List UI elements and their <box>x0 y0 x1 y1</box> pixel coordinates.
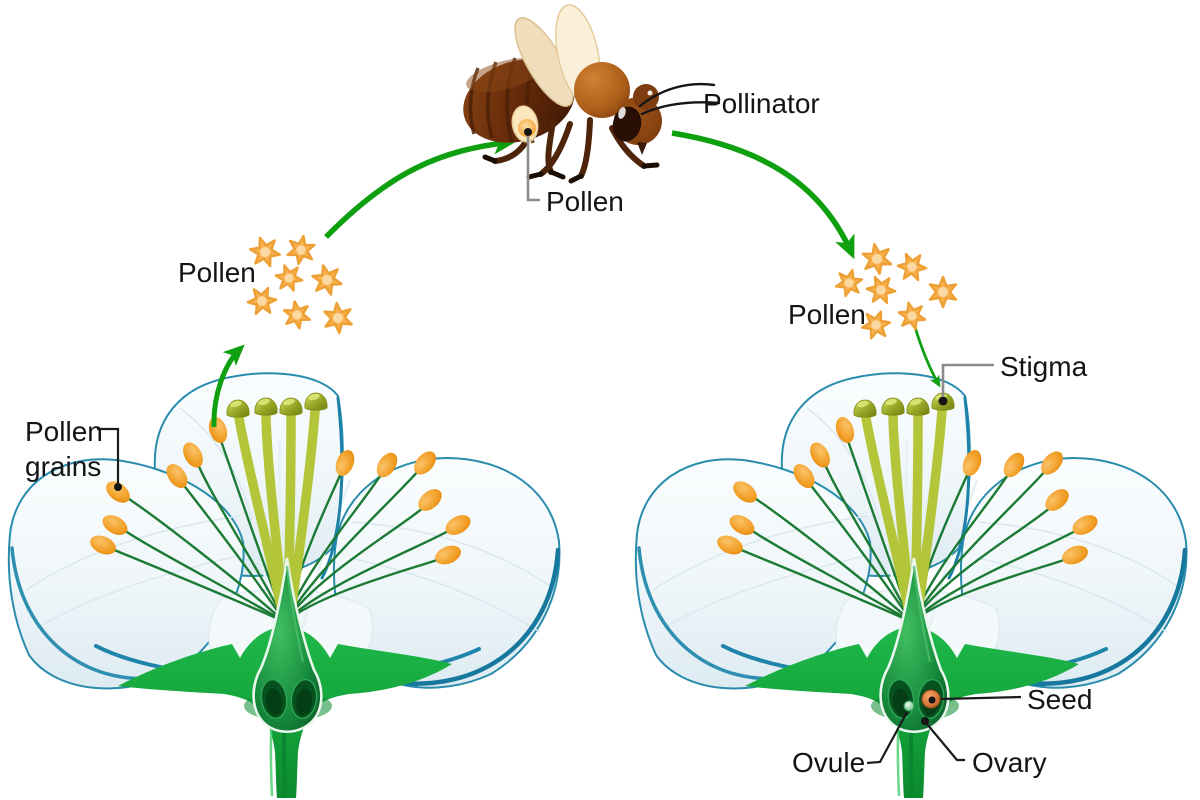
pollen-grains-anchor-dot <box>114 483 122 491</box>
label-stigma: Stigma <box>1000 351 1088 382</box>
bee-legs <box>482 115 660 184</box>
label-pollinator: Pollinator <box>703 88 820 119</box>
ovary-connector <box>926 723 965 762</box>
label-pollen-released: Pollen <box>178 257 256 288</box>
label-pollen-grains-line1: Pollen <box>25 416 103 447</box>
pollen-grain <box>307 262 347 298</box>
arrow-pollen-to-stigma <box>913 326 941 388</box>
seed <box>921 689 941 709</box>
pollen-on-bee-anchor-dot <box>524 128 532 136</box>
bee-antennae <box>638 82 721 116</box>
pollen-grains-connector <box>97 427 120 483</box>
label-pollen-on-bee: Pollen <box>546 186 624 217</box>
pollen-on-bee-connector <box>526 136 540 202</box>
pollen-grain <box>280 230 322 270</box>
bee-thorax <box>574 62 630 118</box>
seed-connector <box>940 695 1022 701</box>
diagram-labels: Pollinator Pollen Pollen Pollen Stigma P… <box>25 88 1092 778</box>
pollen-grain <box>830 264 868 302</box>
pollen-grain <box>281 298 313 332</box>
pollen-cluster-left <box>242 230 359 338</box>
arrow-pollen-to-bee <box>324 133 517 239</box>
ovule-connector <box>866 711 908 765</box>
label-pollen-grains-line2: grains <box>25 451 101 482</box>
pollen-grain <box>922 271 964 313</box>
right-flower <box>636 373 1187 798</box>
pollen-grain <box>864 275 898 305</box>
pollen-grain <box>317 298 359 338</box>
bee-pollinator <box>463 4 721 184</box>
ovule <box>903 700 915 712</box>
pollen-grain <box>272 260 306 296</box>
ovary-anchor-dot <box>921 717 929 725</box>
pollination-flow-arrows <box>211 130 941 428</box>
arrow-flower-to-pollen <box>211 344 245 428</box>
label-ovule: Ovule <box>792 747 865 778</box>
pollen-grain <box>893 247 931 287</box>
pollen-grain <box>895 298 929 334</box>
label-seed: Seed <box>1027 684 1092 715</box>
bee-mouthparts <box>637 142 647 155</box>
bee-eye <box>612 106 642 142</box>
stigma-pollen-dot <box>938 396 948 406</box>
stigma-connector <box>941 363 994 396</box>
pollen-grain <box>857 240 897 278</box>
arrow-bee-to-pollen <box>671 130 855 260</box>
label-ovary: Ovary <box>972 747 1047 778</box>
label-connectors <box>97 128 1022 765</box>
label-pollen-carried: Pollen <box>788 299 866 330</box>
